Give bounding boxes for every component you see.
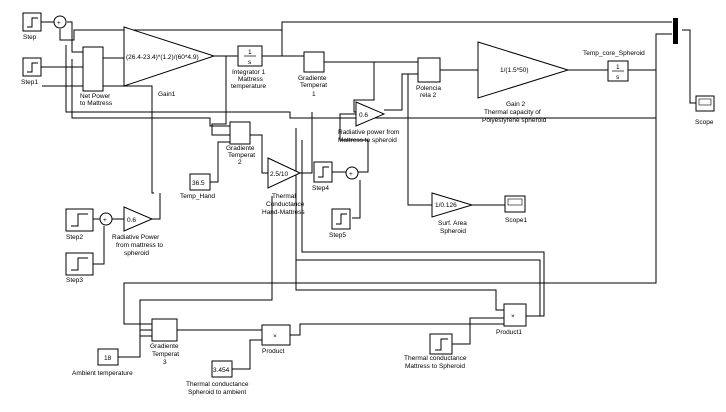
svg-text:Gradiente: Gradiente [226, 145, 255, 152]
temp-core-spheroid-block[interactable]: Temp_core_Spheroid 1 s [583, 50, 645, 82]
thermal-conductance-hand-block[interactable]: 2.5/10 Thermal Conductance Hand-Mattress [262, 157, 305, 216]
svg-text:Gain 2: Gain 2 [506, 101, 526, 108]
svg-text:Step5: Step5 [329, 232, 346, 239]
scope-block[interactable]: Scope [695, 95, 715, 126]
surf-area-block[interactable]: 1/0.126 Surf. Area Spheroid [431, 192, 474, 235]
svg-text:Thermal conductance: Thermal conductance [404, 355, 467, 362]
ambient-temperature-block[interactable]: 18 Ambient temperature [72, 348, 133, 377]
svg-text:0.6: 0.6 [127, 217, 136, 224]
gradiente-temperat3-block[interactable]: Gradiente Temperat 3 [150, 318, 179, 366]
gradiente-temperat-block[interactable]: Gradiente Temperat [298, 51, 327, 89]
svg-text:36.5: 36.5 [192, 180, 205, 187]
integrator1-block[interactable]: 1 s Integrator 1 Mattress temperature [231, 45, 266, 90]
temp-hand-block[interactable]: 36.5 Temp_Hand [180, 173, 215, 200]
svg-text:temperature: temperature [231, 83, 266, 90]
svg-text:18: 18 [104, 355, 112, 362]
gradiente-temperat2-block[interactable]: Gradiente Temperat 2 [226, 121, 255, 166]
step1-block[interactable]: Step1 [21, 57, 42, 86]
net-power-label-line2: to Mattress [80, 100, 113, 107]
svg-text:Integrator 1: Integrator 1 [232, 69, 266, 76]
svg-text:Conductance: Conductance [266, 201, 305, 208]
svg-text:Step3: Step3 [66, 277, 83, 284]
svg-text:1: 1 [616, 64, 620, 71]
svg-text:Step4: Step4 [312, 185, 329, 192]
svg-text:Gradiente: Gradiente [298, 75, 327, 82]
svg-text:rela 2: rela 2 [420, 92, 437, 99]
thermal-cond-ambient-block[interactable]: 3.454 Thermal conductance Spheroid to am… [186, 360, 249, 396]
svg-text:spheroid: spheroid [124, 250, 149, 257]
sum-bottom-block[interactable]: + [99, 212, 113, 226]
svg-text:Scope: Scope [695, 119, 714, 126]
svg-text:Mattress to Spheroid: Mattress to Spheroid [405, 363, 465, 370]
svg-text:2.5/10: 2.5/10 [270, 171, 288, 178]
svg-text:Gradiente: Gradiente [150, 343, 179, 350]
gain1-label: Gain1 [158, 91, 176, 98]
svg-text:Polyestyrene spheroid: Polyestyrene spheroid [482, 117, 547, 124]
svg-text:Temp_Hand: Temp_Hand [180, 193, 215, 200]
svg-text:0.6: 0.6 [359, 112, 368, 119]
svg-text:Scope1: Scope1 [505, 217, 527, 224]
svg-text:s: s [616, 74, 620, 81]
step-block[interactable]: Step [22, 12, 42, 41]
svg-text:Temp_core_Spheroid: Temp_core_Spheroid [583, 50, 645, 57]
thermal-cond-mattress-block[interactable]: Thermal conductance Mattress to Spheroid [404, 333, 467, 370]
step3-block[interactable]: Step3 [65, 252, 94, 284]
radiative-power-mattress-block[interactable]: 0.6 Radiative Power from mattress to sph… [112, 206, 163, 257]
svg-text:Temperat: Temperat [152, 351, 179, 358]
sum-block[interactable]: + [53, 15, 67, 29]
gain2-block[interactable]: 1/(1.5*50) Gain 2 Thermal capacity of Po… [477, 41, 570, 124]
svg-text:3: 3 [163, 359, 167, 366]
svg-text:Mattress: Mattress [238, 76, 264, 83]
sum-middle-block[interactable]: + [345, 166, 359, 180]
svg-text:Product1: Product1 [496, 329, 522, 336]
svg-text:2: 2 [238, 159, 242, 166]
signal-lines [41, 21, 696, 370]
svg-text:from mattress to: from mattress to [116, 242, 163, 249]
svg-text:×: × [273, 333, 277, 340]
svg-text:Temperat: Temperat [300, 82, 327, 89]
radiative-power-spheroid-block[interactable]: 0.6 Radiative power from Mattress to sph… [338, 101, 399, 144]
step2-block[interactable]: Step2 [65, 208, 94, 241]
svg-text:1/(1.5*50): 1/(1.5*50) [500, 67, 529, 74]
svg-text:Radiative power from: Radiative power from [338, 129, 399, 136]
step-label: Step [23, 34, 37, 41]
svg-text:Surf. Area: Surf. Area [438, 220, 467, 227]
scope1-block[interactable]: Scope1 [504, 195, 527, 224]
step4-block[interactable]: Step4 [312, 161, 333, 192]
svg-text:Product: Product [262, 348, 285, 355]
svg-text:Spheroid: Spheroid [440, 228, 466, 235]
polencia-rela2-block[interactable]: Polencia rela 2 [416, 57, 441, 99]
step1-label: Step1 [21, 79, 38, 86]
net-power-block[interactable]: Net Power to Mattress [80, 46, 113, 107]
mux-block[interactable] [673, 18, 678, 44]
svg-text:s: s [248, 59, 252, 66]
svg-text:Radiative Power: Radiative Power [112, 234, 160, 241]
svg-text:Spheroid to ambient: Spheroid to ambient [188, 389, 246, 396]
svg-text:Thermal: Thermal [272, 193, 296, 200]
step5-block[interactable]: Step5 [329, 208, 351, 239]
svg-text:×: × [511, 313, 515, 320]
svg-text:Hand-Mattress: Hand-Mattress [262, 209, 305, 216]
svg-text:Step2: Step2 [66, 234, 83, 241]
svg-text:Ambient temperature: Ambient temperature [72, 370, 133, 377]
product-block[interactable]: × Product [261, 324, 291, 355]
svg-text:Thermal conductance: Thermal conductance [186, 381, 249, 388]
signal-value: 1 [312, 91, 316, 98]
svg-text:Polencia: Polencia [416, 85, 441, 92]
svg-text:+: + [57, 20, 61, 27]
svg-text:+: + [103, 217, 107, 224]
gain1-expression: (26.4-23.4)*(1.2)/(60*4.9) [126, 54, 199, 61]
svg-text:1/0.126: 1/0.126 [435, 202, 457, 209]
svg-text:3.454: 3.454 [213, 367, 230, 374]
product1-block[interactable]: × Product1 [496, 303, 527, 336]
svg-text:1: 1 [248, 49, 252, 56]
svg-text:Thermal capacity of: Thermal capacity of [484, 109, 541, 116]
gain1-block[interactable]: (26.4-23.4)*(1.2)/(60*4.9) Gain1 [123, 26, 216, 98]
net-power-label-line1: Net Power [80, 93, 111, 100]
svg-text:Temperat: Temperat [228, 152, 255, 159]
svg-text:Mattress to spheroid: Mattress to spheroid [338, 137, 397, 144]
svg-text:+: + [349, 171, 353, 178]
